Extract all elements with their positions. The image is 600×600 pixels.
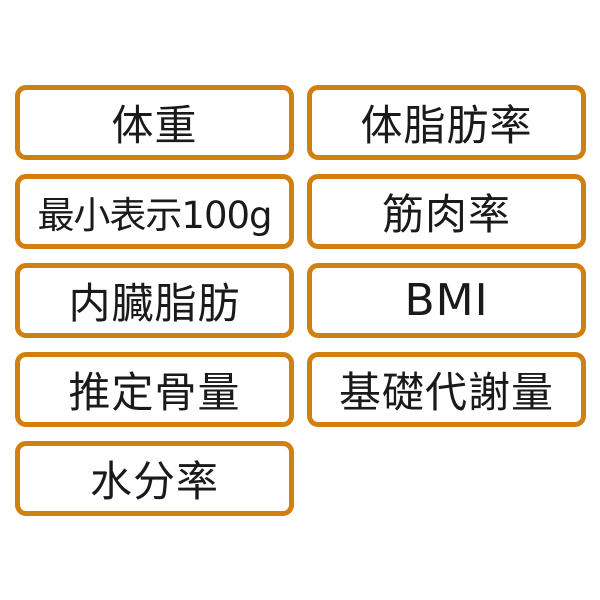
label-muscle-rate: 筋肉率 <box>307 174 586 249</box>
feature-label-grid: 体重 体脂肪率 最小表示100g 筋肉率 内臓脂肪 BMI 推定骨量 基礎代謝量… <box>15 85 586 516</box>
label-text: 体重 <box>111 101 198 150</box>
label-body-fat-rate: 体脂肪率 <box>307 85 586 160</box>
label-text: BMI <box>404 275 489 326</box>
label-text: 体脂肪率 <box>360 101 533 150</box>
label-water-rate: 水分率 <box>15 441 294 516</box>
label-body-weight: 体重 <box>15 85 294 160</box>
label-text: 最小表示100g <box>37 193 272 237</box>
label-min-display: 最小表示100g <box>15 174 294 249</box>
label-visceral-fat: 内臓脂肪 <box>15 263 294 338</box>
label-text: 筋肉率 <box>381 190 511 239</box>
label-text: 内臓脂肪 <box>68 279 241 328</box>
label-text: 基礎代謝量 <box>338 368 554 417</box>
label-text: 水分率 <box>89 457 219 506</box>
label-bmi: BMI <box>307 263 586 338</box>
label-text: 推定骨量 <box>68 368 241 417</box>
label-estimated-bone-mass: 推定骨量 <box>15 352 294 427</box>
label-basal-metabolism: 基礎代謝量 <box>307 352 586 427</box>
